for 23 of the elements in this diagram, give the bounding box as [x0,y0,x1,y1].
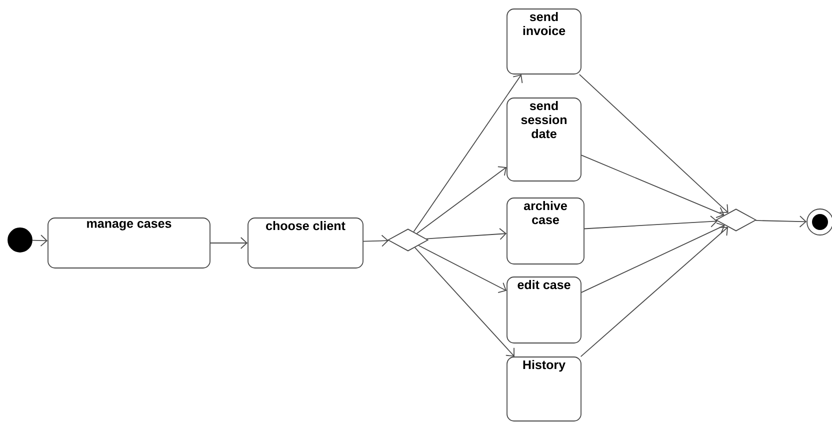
arrow [584,216,718,230]
arrow [578,74,728,213]
arrow [416,166,507,234]
arrow [755,216,807,228]
arrow [210,237,248,249]
activity-box: send session date [506,98,582,182]
arrow [414,247,514,357]
arrow [581,154,724,218]
arrow [418,245,507,294]
start-node [8,228,32,252]
activity-box: archive case [506,198,584,264]
arrow [32,234,48,247]
arrow [363,234,389,247]
activity-box: edit case [506,276,582,344]
activity-box: History [506,356,582,422]
activity-box: choose client [248,218,364,268]
end-node [806,208,832,236]
arrow [426,228,507,240]
arrow [580,226,728,357]
arrow [581,222,725,293]
activity-box: manage cases [48,218,210,268]
activity-box: send invoice [506,8,582,74]
arrow [413,74,523,232]
